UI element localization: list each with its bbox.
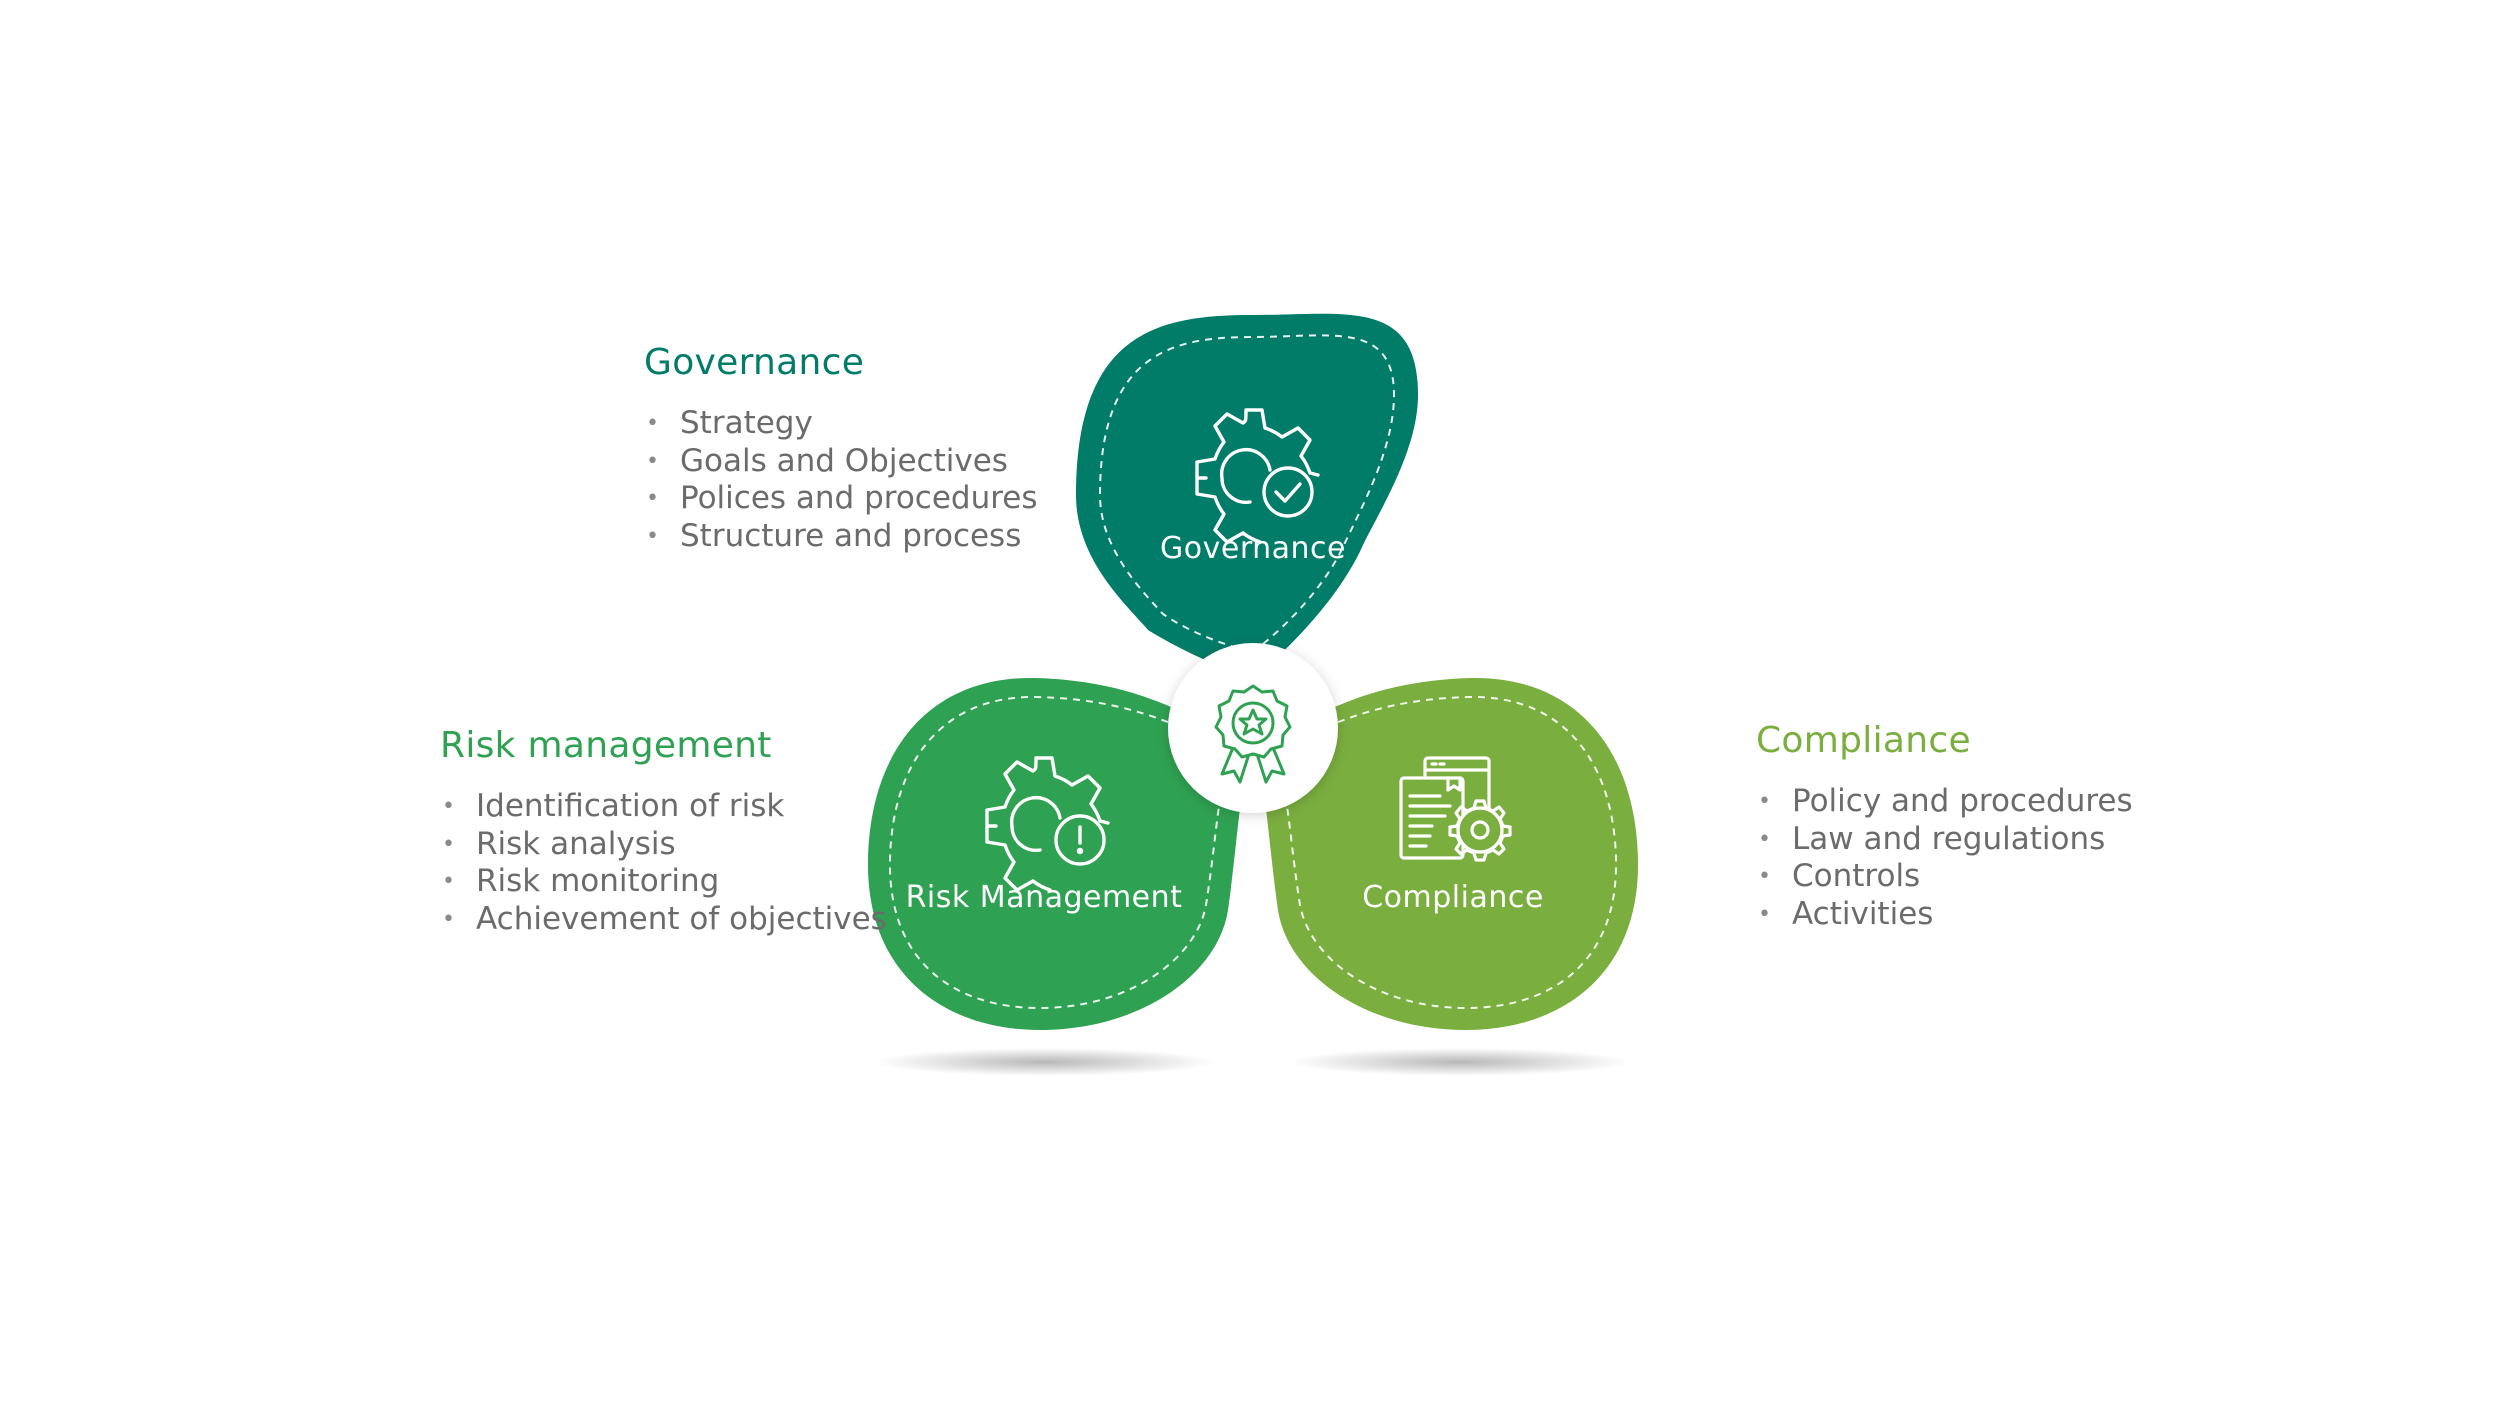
award-ribbon-icon	[1214, 684, 1292, 784]
list-item: Strategy	[644, 405, 1038, 443]
governance-petal-dashed-outline	[1098, 334, 1396, 654]
governance-text-block: Governance Strategy Goals and Objectives…	[644, 342, 1038, 555]
governance-petal-label: Governance	[1160, 531, 1346, 566]
risk-list: Identification of risk Risk analysis Ris…	[440, 788, 887, 938]
list-item: Policy and procedures	[1756, 783, 2133, 821]
compliance-petal-dashed-outline	[1279, 695, 1618, 1010]
compliance-heading: Compliance	[1756, 720, 1971, 761]
compliance-list: Policy and procedures Law and regulation…	[1756, 783, 2133, 933]
risk-petal-shadow	[875, 1048, 1215, 1076]
governance-petal	[1076, 313, 1418, 678]
risk-text-block: Risk management Identification of risk R…	[440, 725, 887, 938]
gear-alert-icon	[985, 756, 1110, 892]
list-item: Achievement of objectives	[440, 901, 887, 939]
list-item: Risk monitoring	[440, 863, 887, 901]
risk-petal-dashed-outline	[888, 695, 1227, 1010]
list-item: Polices and procedures	[644, 480, 1038, 518]
list-item: Law and regulations	[1756, 821, 2133, 859]
governance-heading: Governance	[644, 342, 865, 383]
list-item: Risk analysis	[440, 826, 887, 864]
risk-heading: Risk management	[440, 725, 772, 766]
risk-petal-label: Risk Management	[906, 880, 1183, 915]
document-gear-icon	[1399, 756, 1512, 862]
list-item: Identification of risk	[440, 788, 887, 826]
compliance-petal-label: Compliance	[1362, 880, 1544, 915]
risk-petal	[867, 677, 1248, 1030]
compliance-text-block: Compliance Policy and procedures Law and…	[1756, 720, 2133, 933]
governance-list: Strategy Goals and Objectives Polices an…	[644, 405, 1038, 555]
list-item: Structure and process	[644, 518, 1038, 556]
list-item: Goals and Objectives	[644, 443, 1038, 481]
list-item: Controls	[1756, 858, 2133, 896]
list-item: Activities	[1756, 896, 2133, 934]
center-badge	[1168, 643, 1338, 813]
compliance-petal-shadow	[1290, 1048, 1630, 1076]
gear-check-icon	[1195, 408, 1320, 544]
